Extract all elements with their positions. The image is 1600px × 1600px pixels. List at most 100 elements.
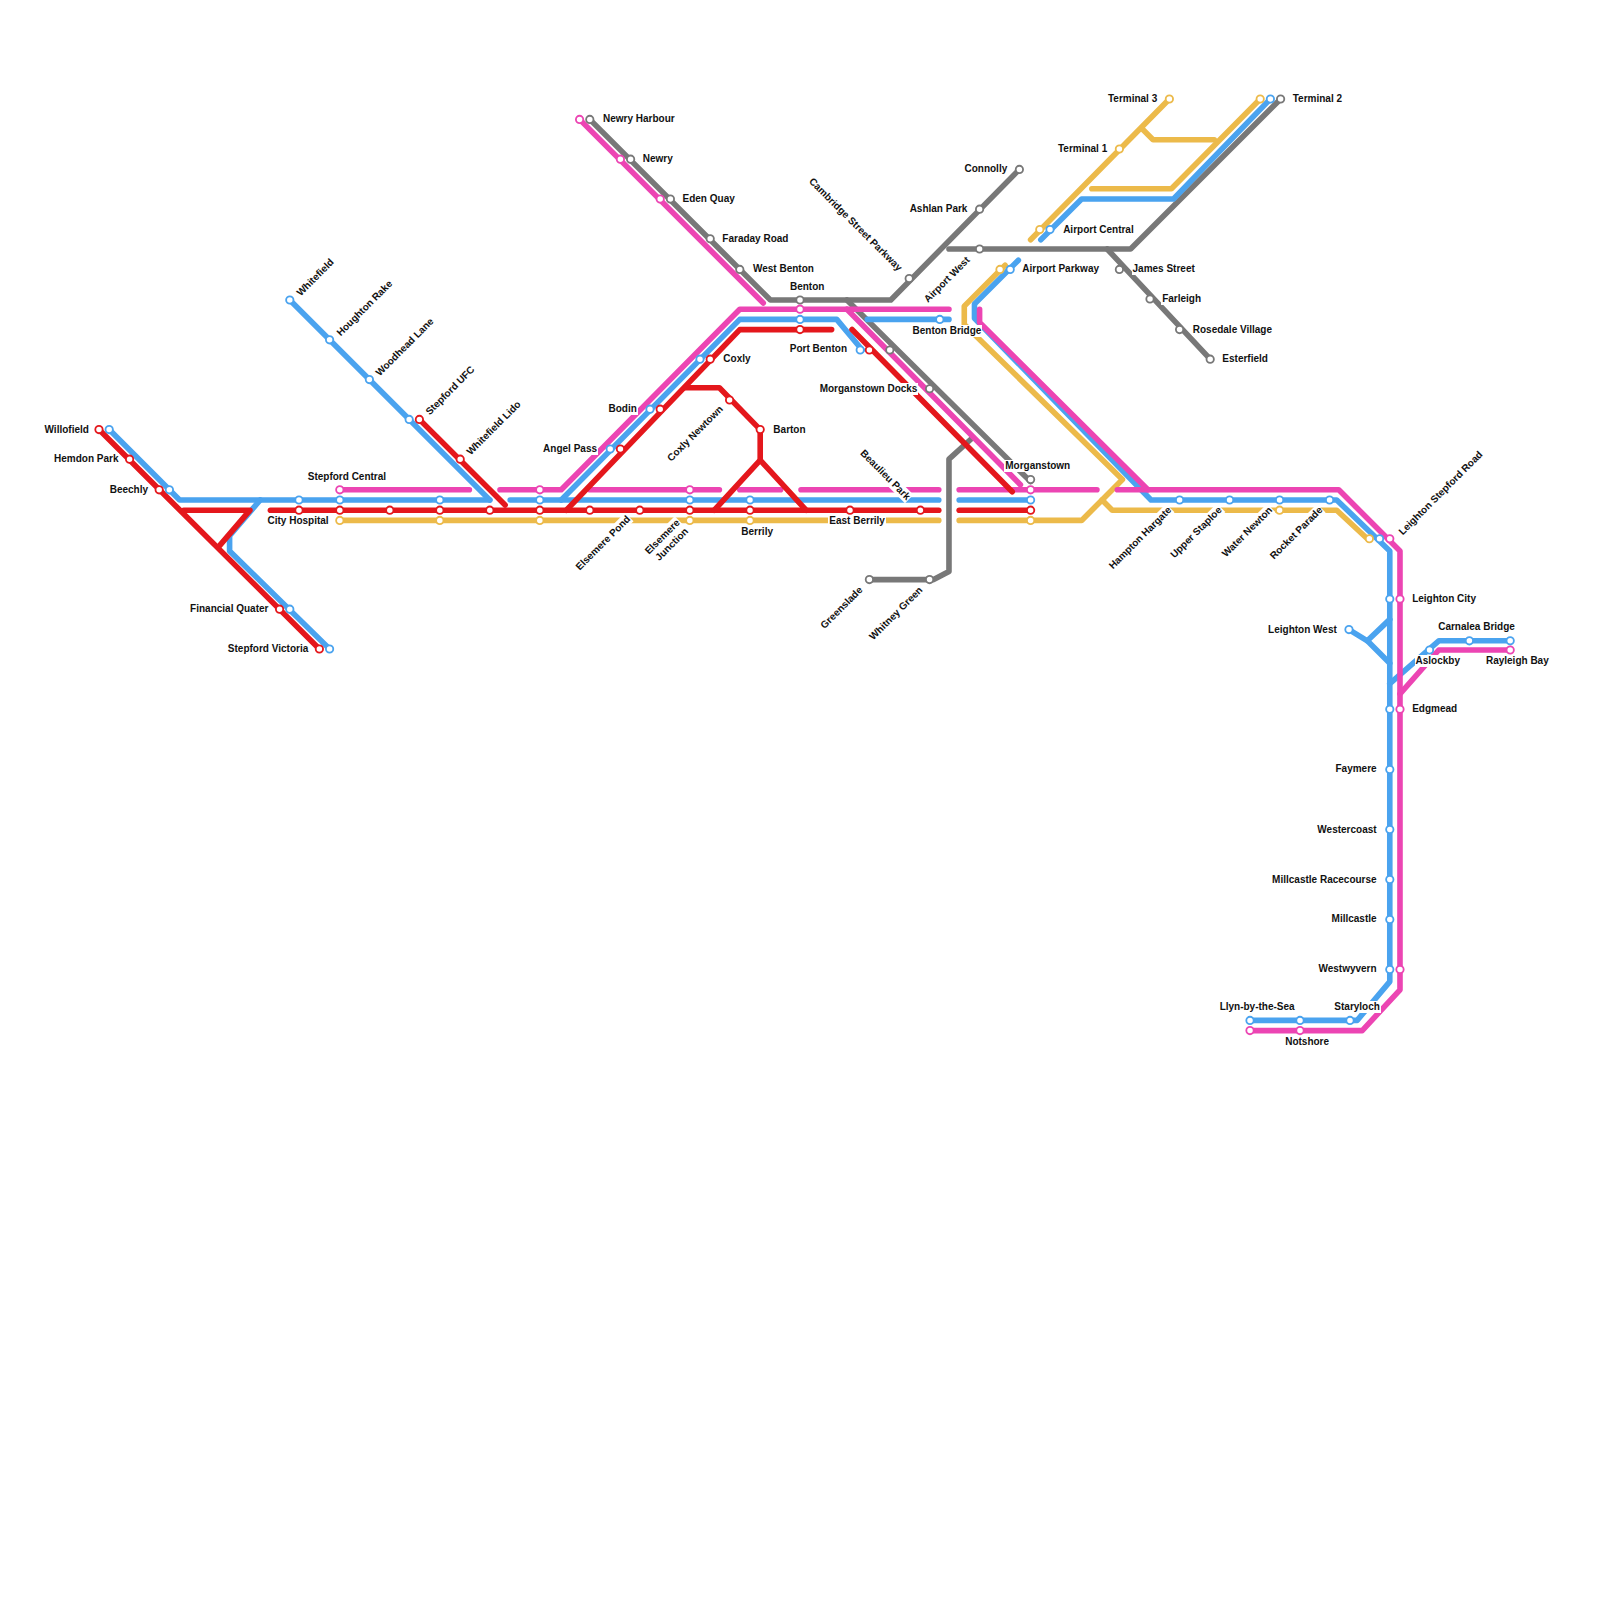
station-name: Greenslade (817, 583, 865, 631)
station-dot (286, 296, 293, 303)
station-dot (1226, 496, 1233, 503)
station-dot (976, 245, 983, 252)
route-line (290, 300, 490, 500)
station-dot (746, 517, 753, 524)
stations-yellow (336, 95, 1373, 542)
route-line (1367, 641, 1389, 663)
station-dot (406, 416, 413, 423)
station-dot (1027, 496, 1034, 503)
station-dot (917, 507, 924, 514)
station-name: Terminal 1 (1057, 143, 1108, 155)
station-name: Terminal 2 (1292, 93, 1343, 105)
station-dot (707, 356, 714, 363)
station-dot (757, 426, 764, 433)
station-name: Airport Parkway (1021, 263, 1100, 275)
station-name: Cambridge Street Parkway (806, 175, 906, 275)
station-dot (536, 486, 543, 493)
station-dot (1345, 626, 1352, 633)
station-dot (1296, 1027, 1303, 1034)
route-red (99, 330, 1031, 649)
stations-red (95, 326, 1034, 653)
station-dot (1366, 535, 1373, 542)
station-dot (686, 517, 693, 524)
station-dot (1046, 226, 1053, 233)
station-dot (536, 507, 543, 514)
route-line (561, 319, 862, 500)
station-name: Angel Pass (542, 443, 598, 455)
route-line (340, 487, 470, 493)
station-dot (576, 116, 583, 123)
station-name: Berrily (740, 526, 774, 538)
station-dot (926, 385, 933, 392)
station-name: Bodin (608, 403, 638, 415)
station-name: James Street (1132, 263, 1196, 275)
station-dot (657, 406, 664, 413)
station-name: Benton (789, 281, 825, 293)
station-name: Stepford Victoria (227, 643, 309, 655)
station-name: West Benton (752, 263, 815, 275)
station-dot (796, 296, 803, 303)
station-name: Newry Harbour (602, 113, 676, 125)
station-dot (1207, 356, 1214, 363)
station-dot (1346, 1017, 1353, 1024)
station-dot (636, 507, 643, 514)
station-dot (536, 496, 543, 503)
station-name: Carnalea Bridge (1437, 621, 1516, 633)
station-name: Westwyvern (1317, 963, 1377, 975)
station-dot (667, 195, 674, 202)
station-dot (1276, 496, 1283, 503)
station-name: Hemdon Park (53, 453, 119, 465)
station-dot (1396, 595, 1403, 602)
route-line (566, 330, 831, 511)
stations-blue (106, 95, 1514, 1024)
station-dot (857, 346, 864, 353)
route-line (974, 260, 1389, 1020)
station-dot (627, 156, 634, 163)
station-name: Beaulieu Park (857, 447, 914, 504)
station-dot (696, 356, 703, 363)
route-line (1143, 130, 1214, 140)
station-dot (436, 507, 443, 514)
station-dot (1027, 476, 1034, 483)
station-dot (366, 376, 373, 383)
station-dot (1016, 166, 1023, 173)
station-dot (1267, 95, 1274, 102)
station-name: Leighton West (1267, 624, 1338, 636)
station-dot (336, 507, 343, 514)
stations-grey (586, 95, 1284, 583)
route-line (740, 487, 781, 493)
station-name: Farleigh (1161, 293, 1202, 305)
station-dot (607, 445, 614, 452)
station-dot (336, 517, 343, 524)
station-dot (846, 507, 853, 514)
route-line (980, 309, 1148, 490)
station-dot (1326, 496, 1333, 503)
station-name: Stepford UFC (423, 363, 478, 418)
station-name: Elsemere Junction (633, 517, 691, 575)
route-line (590, 487, 720, 493)
station-name: Morganstown (1004, 460, 1071, 472)
station-name: Stepford Central (307, 471, 387, 483)
station-dot (1146, 295, 1153, 302)
station-dot (1116, 266, 1123, 273)
station-name: Coxly (722, 353, 751, 365)
station-dot (686, 496, 693, 503)
station-dot (1296, 1017, 1303, 1024)
station-name: Leighton Stepford Road (1396, 448, 1486, 538)
station-dot (486, 507, 493, 514)
route-lines (95, 95, 1514, 1034)
station-dot (106, 426, 113, 433)
station-dot (976, 206, 983, 213)
station-name: Morganstown Docks (819, 383, 919, 395)
station-dot (1386, 595, 1393, 602)
station-name: Benton Bridge (911, 325, 982, 337)
route-line (1349, 619, 1390, 640)
station-name: Millcastle (1331, 913, 1378, 925)
station-name: Airport Central (1062, 224, 1135, 236)
station-dot (1027, 486, 1034, 493)
station-dot (866, 576, 873, 583)
station-dot (166, 486, 173, 493)
station-dot (586, 507, 593, 514)
station-dot (156, 486, 163, 493)
